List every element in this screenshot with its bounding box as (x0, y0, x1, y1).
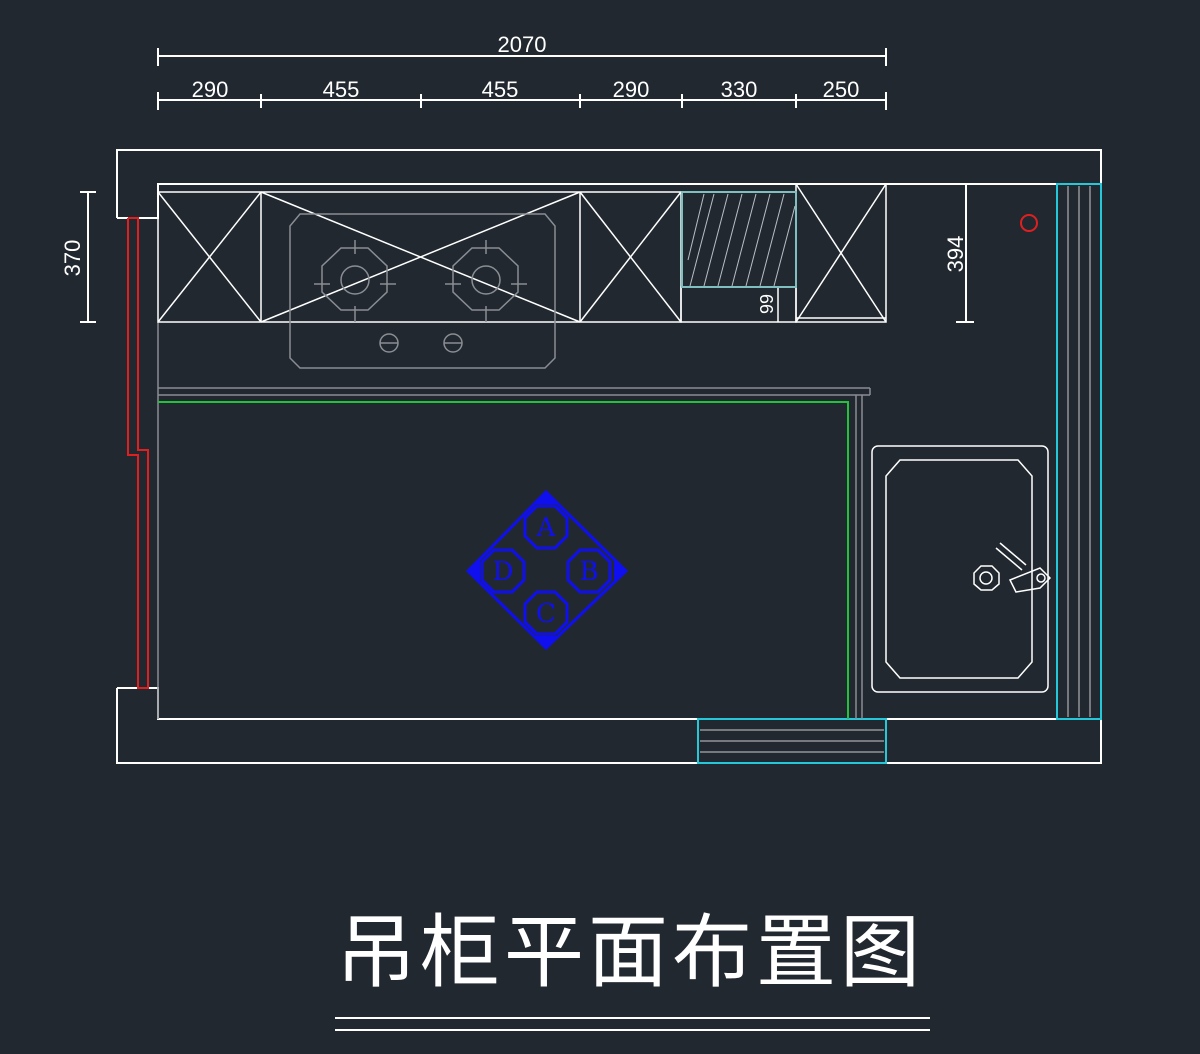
marker-d-label: D (493, 557, 514, 587)
range-hood (681, 191, 797, 288)
title-underline (335, 1017, 930, 1031)
right-depth-label: 394 (943, 236, 968, 273)
marker-d-circle (480, 548, 526, 594)
segment-label-5: 330 (721, 77, 758, 102)
segment-label-2: 455 (323, 77, 360, 102)
sink-icon (871, 445, 1049, 693)
gas-stove-icon (289, 213, 556, 369)
gap-dimension-label: 99 (757, 294, 777, 314)
marker-a-circle (523, 504, 569, 550)
base-counter (157, 322, 871, 719)
marker-b-label: B (579, 557, 598, 587)
left-depth-label: 370 (60, 240, 85, 277)
drawing-title: 吊柜平面布置图 (336, 906, 924, 999)
view-direction-icon: A B C D (465, 489, 629, 651)
marker-a-label: A (536, 513, 557, 543)
top-dimension-overall (157, 48, 887, 66)
pipe-icon (1020, 214, 1038, 232)
marker-b-circle (566, 548, 612, 594)
segment-label-1: 290 (192, 77, 229, 102)
top-dimension-segments (157, 92, 887, 110)
marker-c-label: C (536, 599, 556, 629)
right-tall-cabinet (1056, 183, 1102, 720)
window (127, 217, 149, 689)
segment-label-4: 290 (613, 77, 650, 102)
overall-width-label: 2070 (498, 32, 547, 57)
faucet-icon (995, 542, 1052, 593)
segment-label-3: 455 (482, 77, 519, 102)
countertop-outline (158, 401, 849, 719)
left-depth-dimension (80, 191, 96, 323)
segment-label-6: 250 (823, 77, 860, 102)
marker-c-circle (523, 590, 569, 636)
door (697, 718, 887, 764)
